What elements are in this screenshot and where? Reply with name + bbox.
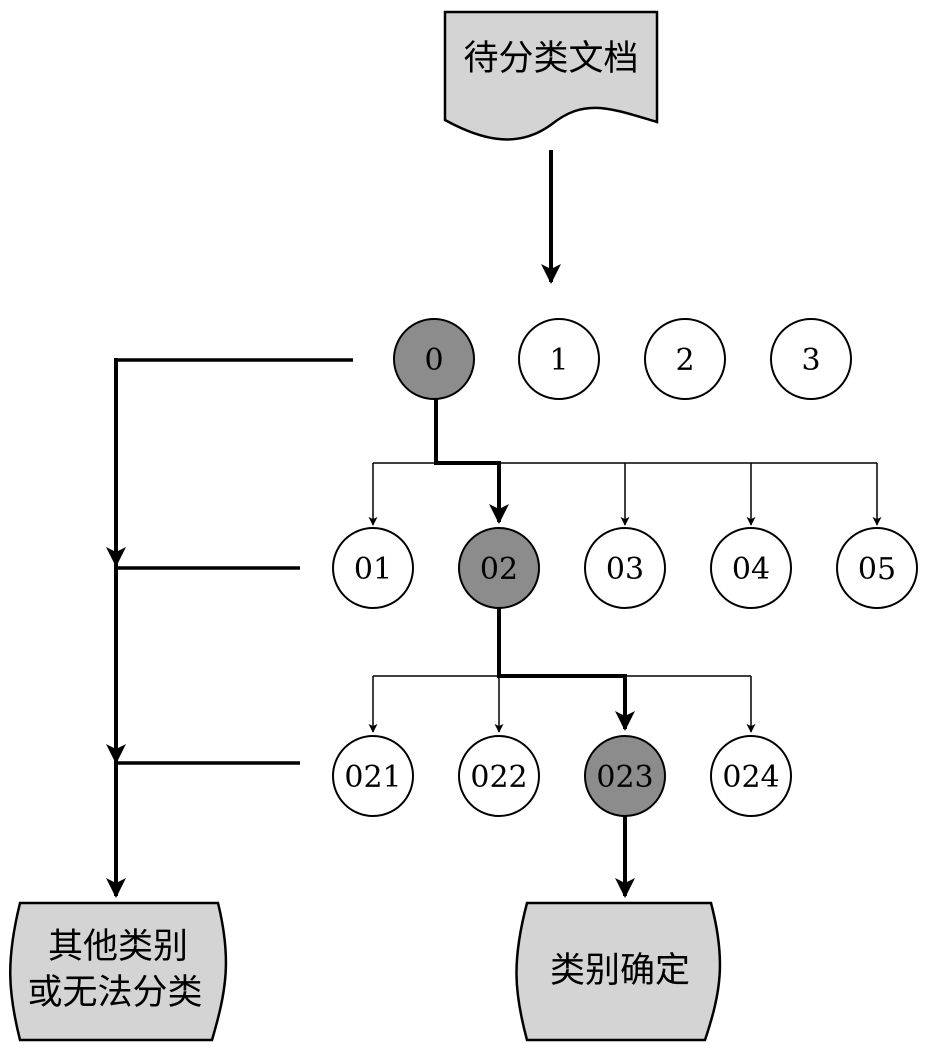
level-1-nodes: 01 02 03 04 05 [332,527,918,609]
tree-node-05: 05 [836,527,918,609]
tree-node-label: 02 [480,552,518,587]
level1-connectors [368,608,756,733]
tree-node-02: 02 [458,527,540,609]
other-category-document: 其他类别 或无法分类 [9,901,228,1042]
tree-node-3: 3 [770,318,852,400]
tree-node-label: 04 [732,552,770,587]
category-determined-document: 类别确定 [515,901,722,1042]
other-category-label-line2: 或无法分类 [27,973,202,1013]
tree-node-label: 022 [470,760,527,795]
tree-node-label: 1 [549,343,568,378]
other-category-document-shape [9,901,228,1042]
tree-node-label: 024 [722,760,779,795]
tree-node-023: 023 [584,735,666,817]
tree-node-label: 03 [606,552,644,587]
level0-connectors [368,398,882,526]
tree-node-label: 023 [596,760,653,795]
tree-node-label: 01 [354,552,392,587]
category-determined-document-shape [515,901,722,1042]
tree-node-1: 1 [518,318,600,400]
tree-node-2: 2 [644,318,726,400]
tree-node-024: 024 [710,735,792,817]
selected-path-02-023 [497,608,635,731]
level-0-nodes: 0 1 2 3 [393,318,852,400]
input-document-label: 待分类文档 [463,39,638,79]
other-category-label-line1: 其他类别 [48,927,188,967]
tree-node-021: 021 [332,735,414,817]
category-determined-label: 类别确定 [550,951,690,991]
tree-node-03: 03 [584,527,666,609]
tree-node-022: 022 [458,735,540,817]
input-document-shape [443,10,659,141]
level-2-nodes: 021 022 023 024 [332,735,792,817]
tree-node-04: 04 [710,527,792,609]
tree-node-label: 021 [344,760,401,795]
tree-node-label: 3 [801,343,820,378]
rejection-path [106,358,353,898]
tree-node-label: 05 [858,552,896,587]
input-document: 待分类文档 [443,10,659,141]
tree-node-label: 2 [675,343,694,378]
tree-node-01: 01 [332,527,414,609]
selected-path-0-02 [434,398,509,524]
tree-node-label: 0 [424,343,443,378]
tree-node-0: 0 [393,318,475,400]
